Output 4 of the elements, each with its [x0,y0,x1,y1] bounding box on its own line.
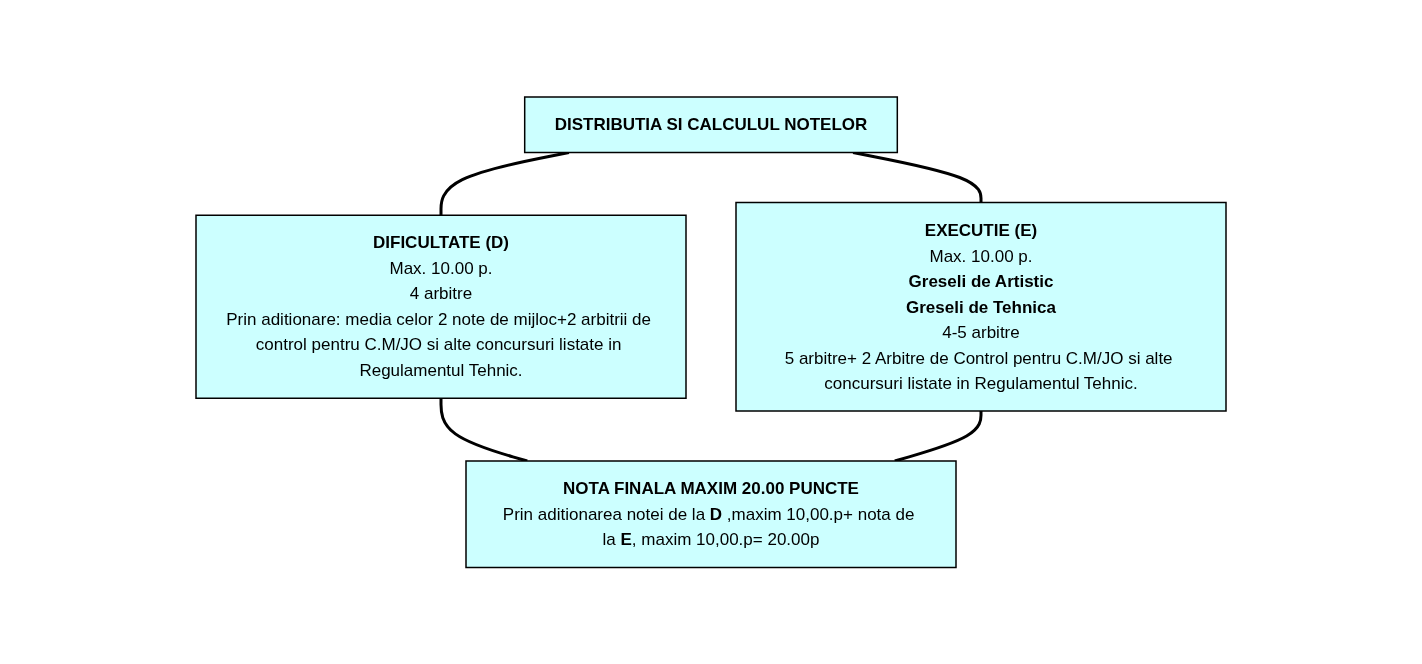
node-box: DISTRIBUTIA SI CALCULUL NOTELOR [523,96,899,153]
node-box: NOTA FINALA MAXIM 20.00 PUNCTE Prin aditionarea notei de la D ,maxim 10,00.p+ nota de la E, maxim 10,00.p= 20.00p [465,460,957,568]
node-box: EXECUTIE (E) Max. 10.00 p. Greseli de Artistic Greseli de Tehnica 4-5 arbitre 5 arbitre+ 2 Arbitre de Control pentru C.M/JO si alte concursuri listate in Regulamentul Tehnic. [735,201,1227,412]
node-box: DIFICULTATE (D) Max. 10.00 p. 4 arbitre Prin aditionare: media celor 2 note de mijloc+2 arbitrii de control pentru C.M/JO si alte concursuri listate in Regulamentul Tehnic. [195,214,687,399]
